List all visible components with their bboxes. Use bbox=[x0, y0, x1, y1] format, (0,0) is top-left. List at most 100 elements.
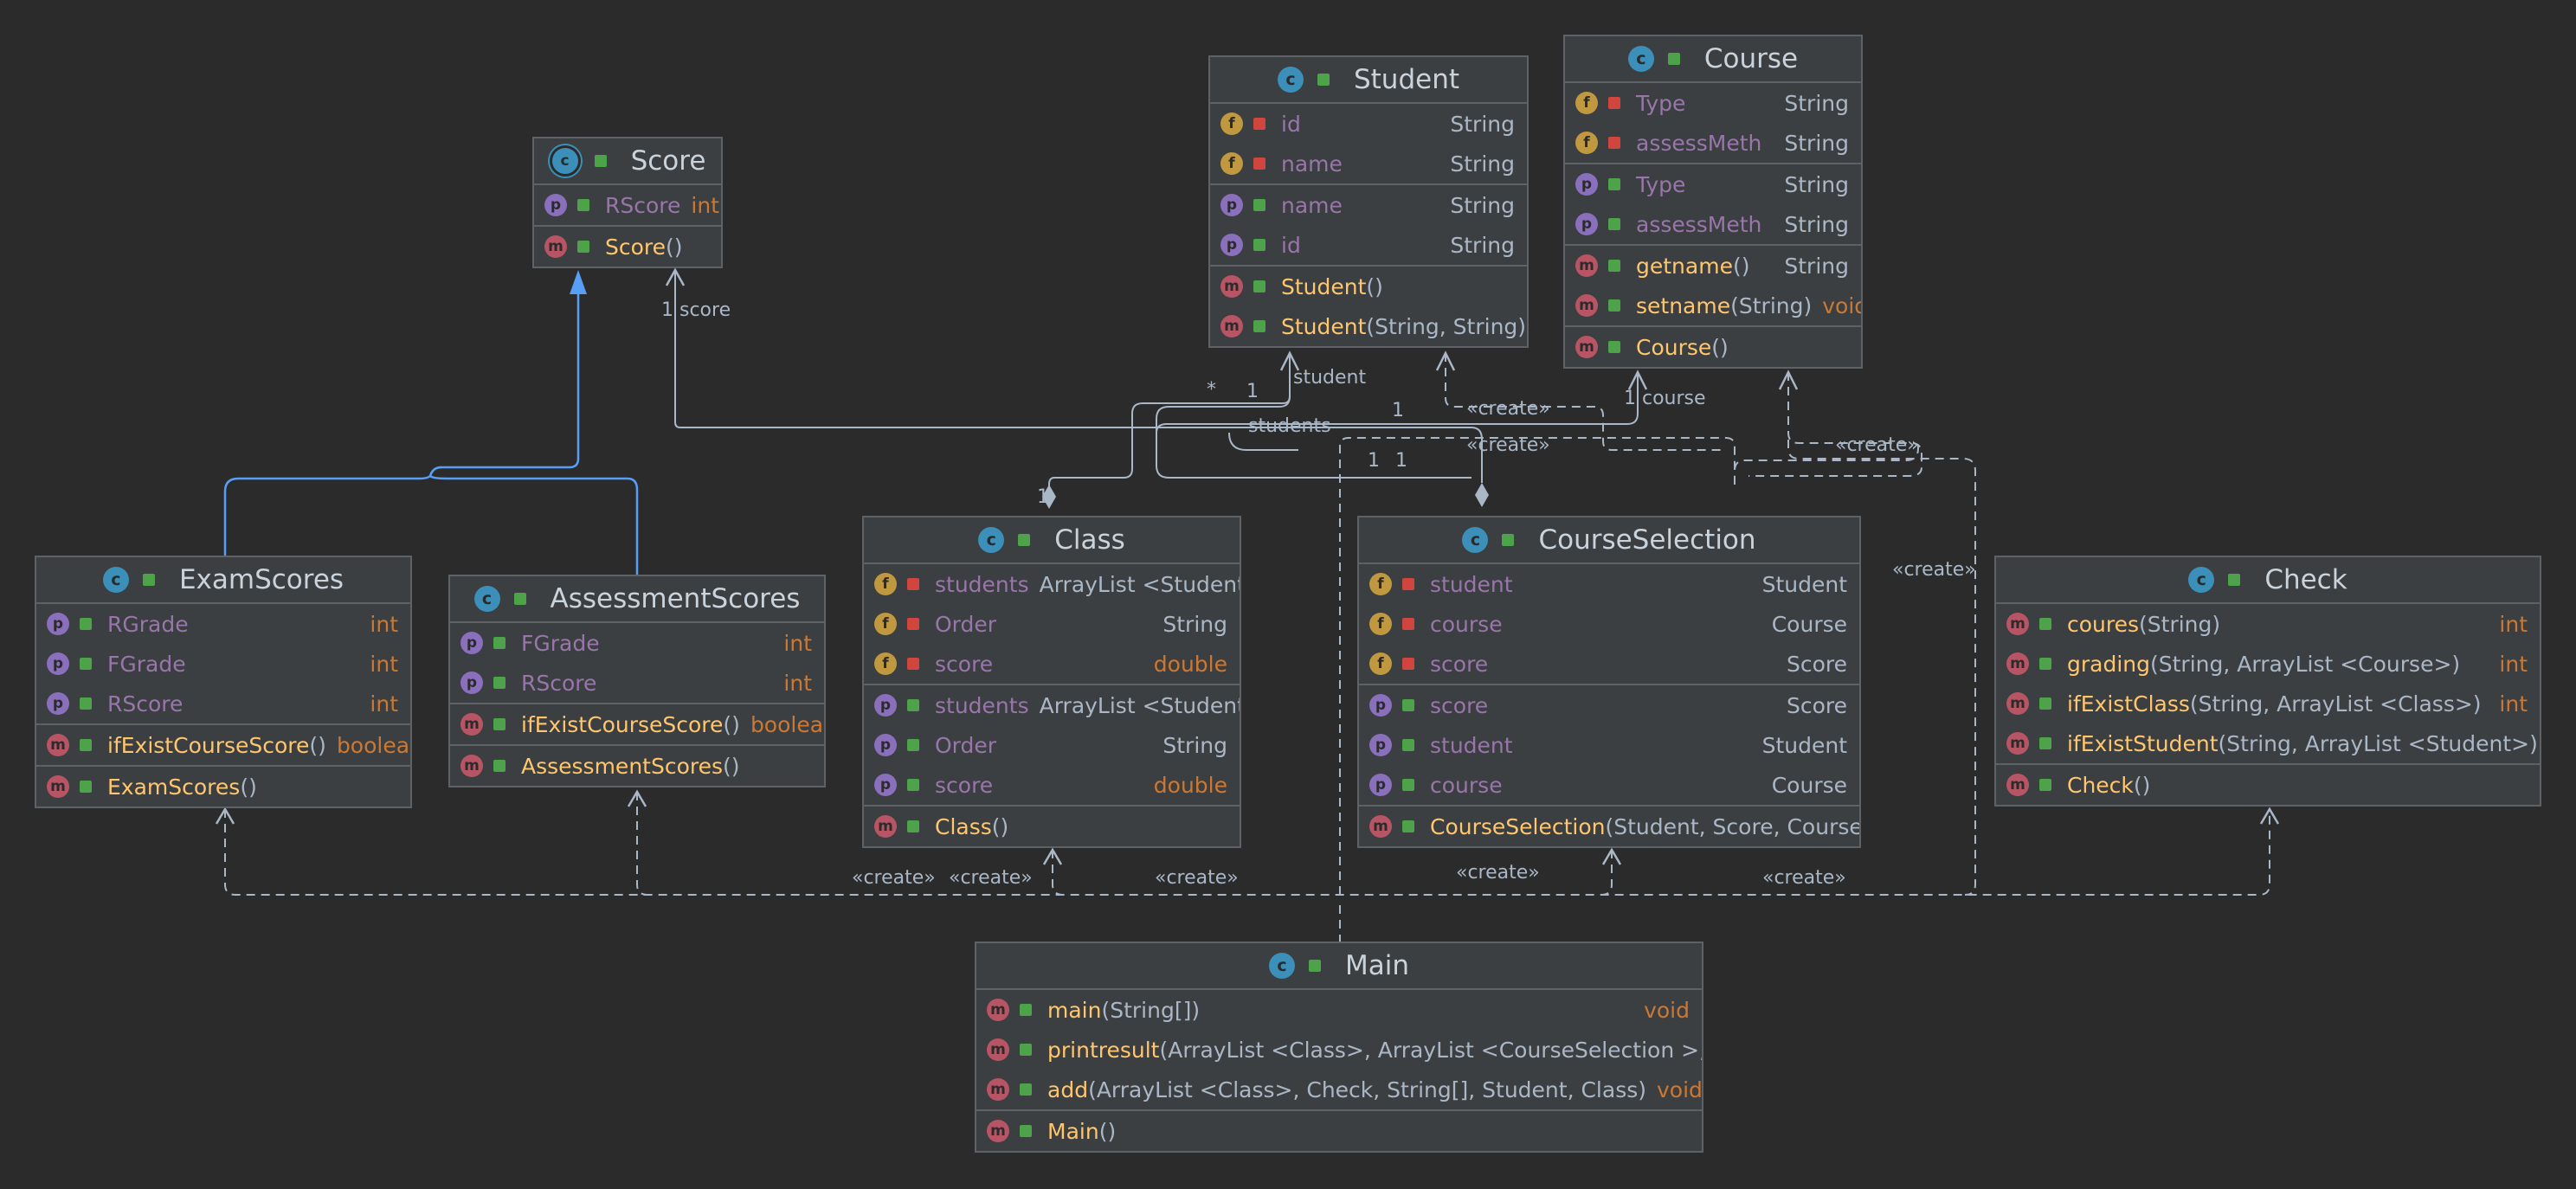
create-label-4: «create» bbox=[1892, 559, 1976, 581]
public-icon bbox=[1253, 199, 1265, 211]
public-icon bbox=[1020, 1083, 1032, 1096]
class-icon: c bbox=[1462, 527, 1489, 553]
method-icon: m bbox=[2006, 774, 2029, 796]
class-title: Score bbox=[630, 145, 706, 177]
method-icon: m bbox=[460, 713, 483, 736]
public-icon bbox=[1253, 280, 1265, 292]
method-icon: m bbox=[47, 775, 69, 798]
private-lock-icon bbox=[1253, 118, 1265, 130]
association-lines bbox=[674, 270, 1639, 497]
student-one-label: 1 bbox=[1246, 381, 1259, 402]
property-icon: p bbox=[47, 613, 69, 635]
class-title: Main bbox=[1344, 950, 1409, 981]
private-lock-icon bbox=[1402, 618, 1414, 630]
score-multiplicity-label: 1 score bbox=[661, 299, 731, 321]
private-lock-icon bbox=[1402, 658, 1414, 670]
main-class-icon: c bbox=[1268, 953, 1295, 979]
method-icon: m bbox=[460, 755, 483, 777]
student-star-label: * bbox=[1207, 379, 1216, 401]
composition-diamond-selection bbox=[1475, 483, 1489, 507]
dependency-lines bbox=[224, 353, 2270, 943]
public-icon bbox=[80, 739, 92, 751]
field-icon: f bbox=[1369, 573, 1392, 595]
property-icon: p bbox=[460, 632, 483, 654]
method-icon: m bbox=[1369, 815, 1392, 838]
method-icon: m bbox=[2006, 732, 2029, 755]
property-icon: p bbox=[460, 672, 483, 694]
public-icon bbox=[907, 739, 919, 751]
inheritance-arrowhead bbox=[570, 270, 587, 294]
create-label-6: «create» bbox=[949, 867, 1033, 889]
public-icon bbox=[142, 574, 155, 586]
property-icon: p bbox=[1575, 213, 1598, 235]
method-icon: m bbox=[2006, 692, 2029, 715]
private-lock-icon bbox=[1402, 578, 1414, 590]
field-icon: f bbox=[1369, 652, 1392, 675]
public-icon bbox=[1608, 260, 1620, 272]
public-icon bbox=[1608, 178, 1620, 190]
public-icon bbox=[1502, 534, 1515, 546]
method-icon: m bbox=[1575, 294, 1598, 317]
student-role-label: student bbox=[1293, 367, 1367, 389]
field-icon: f bbox=[1575, 132, 1598, 154]
class-title: AssessmentScores bbox=[550, 583, 801, 614]
